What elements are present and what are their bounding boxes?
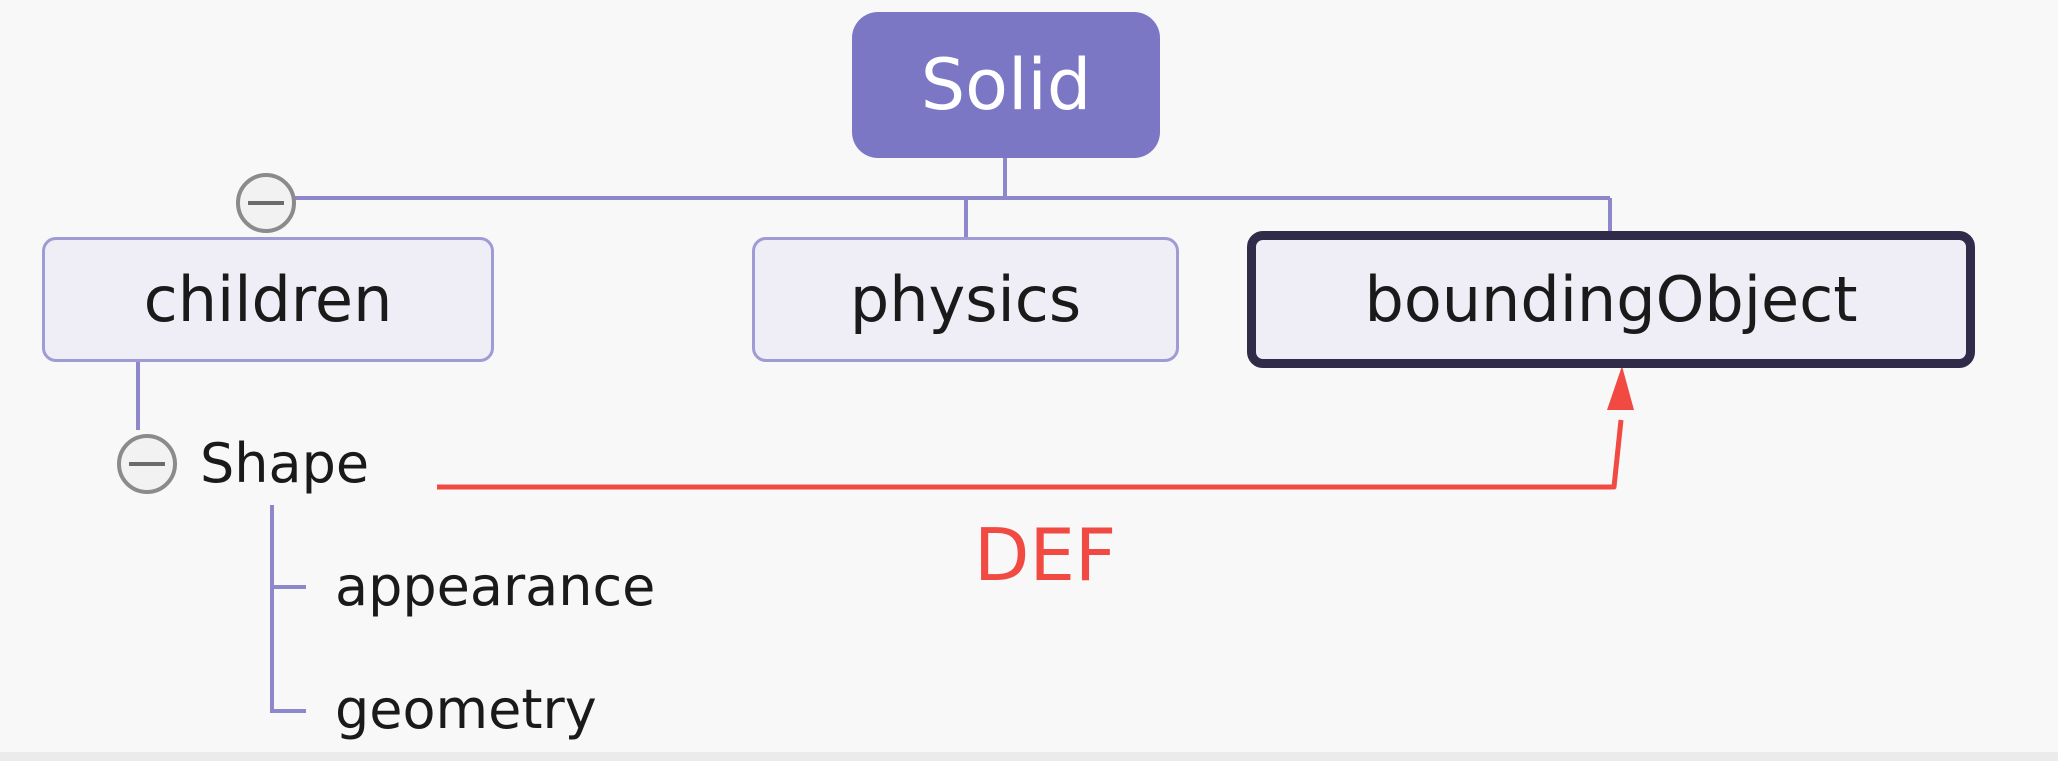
node-appearance[interactable]: appearance (335, 555, 656, 618)
def-reference-line (437, 419, 1624, 490)
node-shape[interactable]: Shape (200, 432, 370, 495)
node-physics[interactable]: physics (752, 237, 1179, 362)
node-children[interactable]: children (42, 237, 494, 362)
node-bounding-object-label: boundingObject (1364, 263, 1858, 336)
def-reference-label: DEF (974, 513, 1117, 597)
node-bounding-object[interactable]: boundingObject (1247, 231, 1975, 368)
minus-circle-icon[interactable] (236, 173, 296, 233)
arrow-up-icon (1607, 366, 1634, 410)
node-geometry[interactable]: geometry (335, 678, 597, 741)
shape-branch (270, 505, 306, 713)
node-physics-label: physics (849, 263, 1082, 336)
node-children-label: children (143, 263, 393, 336)
minus-circle-icon[interactable] (117, 434, 177, 494)
root-node-solid[interactable]: Solid (852, 12, 1160, 158)
root-node-label: Solid (920, 44, 1092, 126)
bottom-edge-strip (0, 752, 2058, 761)
